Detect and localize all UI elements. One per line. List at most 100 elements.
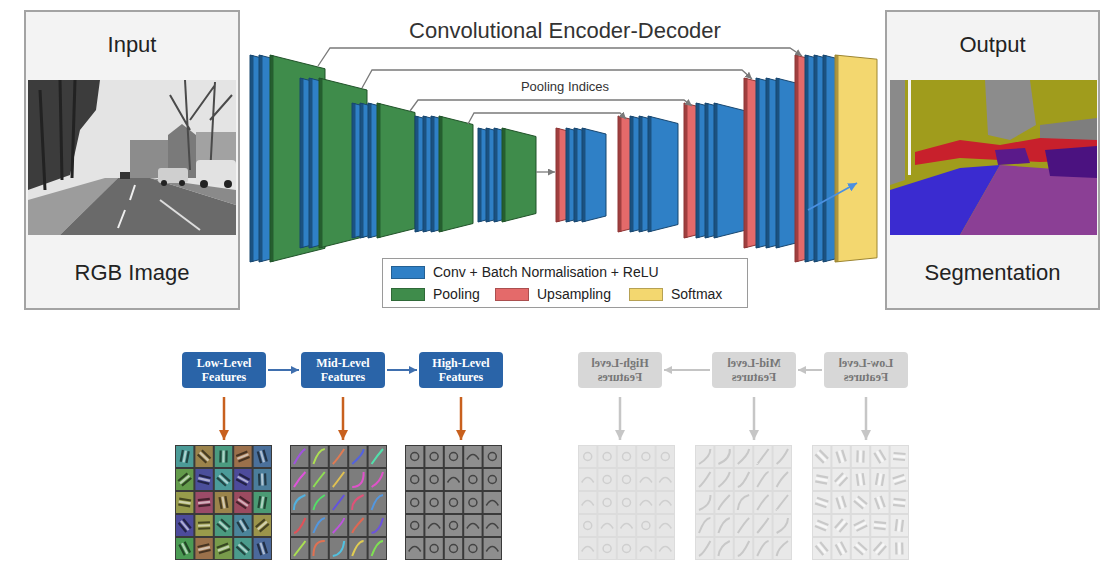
layer-slab [835,55,877,262]
layer-slab-edge [494,128,498,222]
filter-blob [411,522,419,530]
filter-cell [696,538,713,559]
layer-slab-edge [756,78,760,248]
filter-stripe [895,543,897,555]
filter-cell [871,538,888,559]
filter-blob [469,545,477,553]
filter-stripe [894,453,906,454]
filter-stripe [882,474,884,486]
filter-curve [757,472,768,487]
filter-stripe [874,528,886,529]
filter-cell [195,446,212,467]
filter-cell [349,515,366,536]
filter-stripe [836,498,840,509]
input-photo [179,180,185,186]
layer-slab [360,103,380,238]
filter-cell [735,492,752,513]
layer-slab-edge [574,128,578,222]
filter-cell [754,446,771,467]
layer-slab-edge [368,103,372,238]
feature-grid [578,445,675,560]
filter-cell [598,469,615,490]
filter-cell [215,469,232,490]
filter-cell [484,469,501,490]
image-panel: InputRGB Image [24,10,240,310]
filter-blob [430,476,438,484]
filter-curve [313,472,324,487]
filter-cell [176,492,193,513]
filter-cell [234,492,251,513]
filter-stripe [236,547,245,555]
filter-cell [445,515,462,536]
layer-slab-edge [776,78,780,248]
filter-arc [486,547,498,552]
filter-cell [579,538,596,559]
filter-blob [411,476,419,484]
input-photo [28,80,236,235]
filter-cell [579,492,596,513]
filter-cell [291,492,308,513]
filter-blob [623,499,631,507]
filter-arc [582,501,594,506]
feature-level-text: Low-Level Features [828,356,904,384]
segmentation-map [890,80,1097,235]
filter-curve [777,449,788,464]
feature-level-text: Mid-Level Features [716,356,792,384]
filter-arc [640,501,652,506]
layer-slab-edge [705,103,709,238]
filter-blob [488,476,496,484]
layer-slab-edge [431,116,435,232]
filter-stripe [863,473,865,485]
filter-curve [757,449,768,464]
layer-slab-edge [439,116,443,232]
grid-frame [578,445,675,560]
filter-curve [333,541,344,556]
filter-stripe [874,522,886,523]
filter-stripe [225,496,227,508]
filter-stripe [256,519,265,527]
filter-stripe [816,546,824,555]
segmentation-map [890,80,1097,235]
filter-stripe [198,527,210,530]
filter-stripe [860,474,862,486]
filter-blob [450,499,458,507]
filter-cell [852,469,869,490]
layer-slab-edge [415,116,419,232]
filter-curve [372,472,383,487]
filter-stripe [236,502,246,509]
filter-stripe [876,473,878,485]
layer-slab-edge [566,128,570,222]
filter-curve [372,541,383,556]
filter-cell [369,492,386,513]
filter-cell [832,446,849,467]
filter-cell [754,538,771,559]
filter-curve [372,495,383,510]
filter-stripe [862,451,865,463]
image-panel: OutputSegmentation [885,10,1100,310]
filter-blob [642,453,650,461]
filter-cell [330,515,347,536]
layer-slab-edge [766,78,770,248]
filter-stripe [178,505,190,507]
diagram-title: Convolutional Encoder-Decoder [409,18,721,44]
layer-slab [648,116,678,232]
filter-curve [294,449,305,464]
layer-slab [618,116,636,232]
filter-cell [871,469,888,490]
filter-cell [598,446,615,467]
filter-blob [623,545,631,553]
layer-slab [582,128,606,222]
filter-curve [372,518,383,533]
filter-stripe [258,452,261,464]
filter-stripe [815,481,827,483]
filter-cell [715,515,732,536]
filter-cell [871,446,888,467]
filter-cell [696,469,713,490]
panel-ground [885,10,1100,310]
filter-curve [777,495,788,510]
filter-stripe [179,545,184,556]
feature-grid [695,445,792,560]
filter-cell [891,446,908,467]
filter-cell [637,446,654,467]
layer-slab [630,116,652,232]
